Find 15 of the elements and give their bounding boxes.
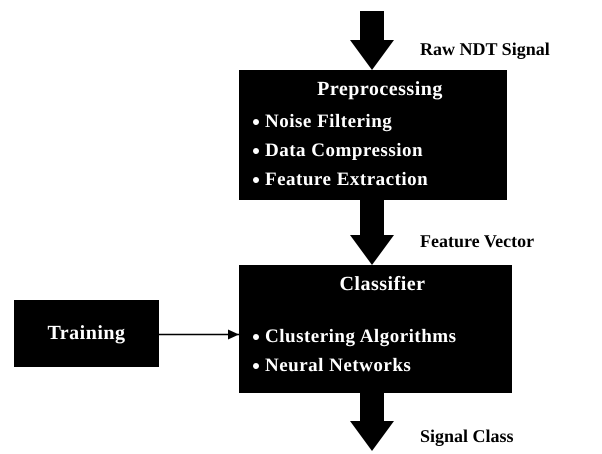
bullet-item: Feature Extraction [265,168,428,192]
block-arrow [350,200,394,265]
box-heading: Training [47,322,126,345]
bullet-item: Neural Networks [265,354,412,378]
process-box [239,265,512,393]
box-heading: Preprocessing [317,78,443,101]
bullet-item: Noise Filtering [265,110,392,134]
bullet-item: Clustering Algorithms [265,325,457,349]
process-box [239,70,507,200]
block-arrow [350,393,394,451]
block-arrow [350,11,394,70]
arrow [159,330,239,340]
box-heading: Classifier [339,273,426,296]
process-box [14,300,159,367]
bullet-item: Data Compression [265,139,424,163]
